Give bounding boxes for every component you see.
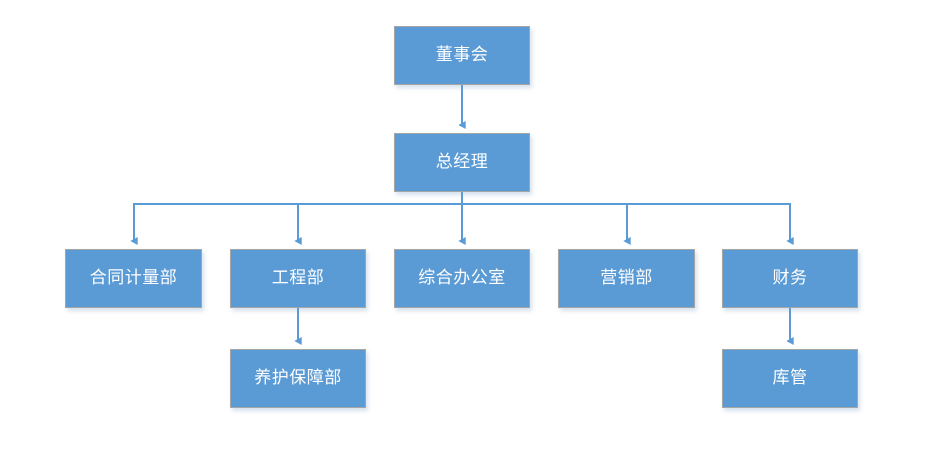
org-node-gm[interactable]: 总经理 [394, 133, 530, 192]
org-node-maintenance[interactable]: 养护保障部 [230, 349, 366, 408]
org-node-label: 董事会 [435, 45, 489, 66]
org-node-board[interactable]: 董事会 [394, 26, 530, 85]
org-node-engineering[interactable]: 工程部 [230, 249, 366, 308]
org-node-marketing[interactable]: 营销部 [558, 249, 695, 308]
connector-gm-to-engineering [294, 192, 463, 245]
connector-gm-to-contract [130, 192, 463, 245]
org-node-office[interactable]: 综合办公室 [394, 249, 530, 308]
org-node-label: 库管 [772, 368, 808, 389]
connector-gm-to-marketing [461, 192, 631, 245]
org-node-label: 财务 [772, 268, 808, 289]
connector-gm-to-finance [461, 192, 794, 245]
org-node-label: 合同计量部 [89, 268, 178, 289]
org-node-label: 总经理 [435, 152, 489, 173]
org-node-finance[interactable]: 财务 [722, 249, 858, 308]
org-node-warehouse[interactable]: 库管 [722, 349, 858, 408]
org-node-label: 综合办公室 [418, 268, 506, 289]
org-node-label: 工程部 [271, 268, 325, 289]
org-node-label: 营销部 [600, 268, 653, 289]
org-node-label: 养护保障部 [254, 368, 342, 389]
org-node-contract[interactable]: 合同计量部 [65, 249, 202, 308]
